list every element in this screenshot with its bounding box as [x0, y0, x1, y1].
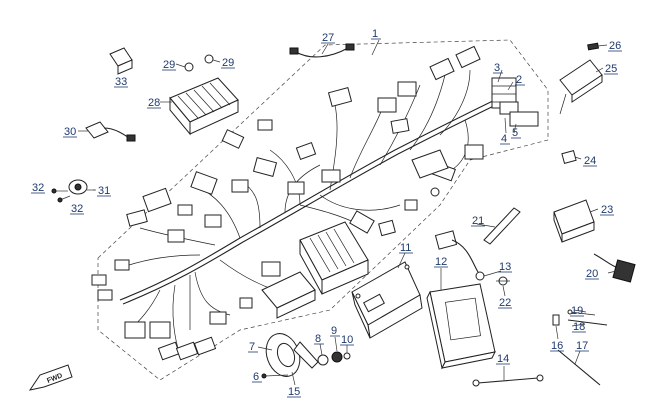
callout-33: 33	[115, 76, 127, 88]
callout-5: 5	[512, 127, 518, 139]
callout-32b: 32	[71, 203, 83, 215]
callout-14: 14	[497, 353, 509, 365]
callout-20: 20	[586, 268, 598, 280]
callout-17: 17	[576, 340, 588, 352]
sensor-31	[51, 179, 95, 203]
harness-connectors	[91, 45, 517, 361]
clip-24	[561, 150, 577, 164]
callout-11: 11	[400, 242, 411, 254]
callout-labels: 1 2 3 4 5 6 7 8 9 10 11 12 13 14 15 16 1…	[31, 28, 622, 398]
leader-lines	[78, 39, 621, 386]
callout-6: 6	[253, 371, 259, 383]
callout-15: 15	[288, 386, 300, 398]
callout-10: 10	[341, 334, 353, 346]
harness-assembly-outline	[97, 39, 549, 381]
multi-pin-connector	[261, 271, 316, 319]
callout-16: 16	[551, 340, 563, 352]
callout-25: 25	[605, 63, 617, 75]
callout-19: 19	[571, 305, 583, 317]
ecu-bracket	[426, 283, 496, 370]
ecu-module	[351, 261, 423, 339]
callout-26: 26	[609, 40, 621, 52]
callout-7: 7	[249, 341, 255, 353]
callout-22: 22	[499, 297, 511, 309]
callout-29a: 29	[163, 59, 175, 71]
callout-32a: 32	[32, 182, 44, 194]
bracket-30	[85, 121, 136, 142]
callout-30: 30	[64, 126, 76, 138]
callout-28: 28	[148, 97, 160, 109]
horn-assembly	[261, 333, 351, 379]
callout-27: 27	[322, 32, 334, 44]
lead-27	[289, 43, 355, 58]
callout-13: 13	[499, 261, 511, 273]
fuse-relay-box	[299, 221, 369, 295]
callout-31: 31	[98, 185, 110, 197]
lead-14	[472, 374, 544, 387]
small-parts-right	[552, 309, 608, 386]
callout-12: 12	[435, 256, 447, 268]
callout-1: 1	[372, 28, 378, 40]
callout-23: 23	[601, 204, 613, 216]
callout-8: 8	[315, 333, 321, 345]
callout-24: 24	[584, 155, 596, 167]
battery-23	[553, 199, 595, 243]
callout-18: 18	[573, 321, 585, 333]
callout-21: 21	[472, 215, 484, 227]
callout-3: 3	[494, 62, 500, 74]
strap-21	[483, 207, 521, 245]
regulator-28	[169, 54, 239, 136]
relay-cluster	[499, 101, 539, 127]
callout-4: 4	[501, 133, 507, 145]
relay-33	[109, 47, 133, 75]
clip-26	[587, 42, 600, 51]
callout-9: 9	[331, 325, 337, 337]
switch-20	[593, 253, 636, 283]
module-25	[559, 59, 603, 115]
forward-direction-badge: FWD	[28, 364, 73, 391]
callout-2: 2	[516, 74, 522, 86]
harness-bracket	[411, 149, 449, 179]
callout-29b: 29	[222, 57, 234, 69]
